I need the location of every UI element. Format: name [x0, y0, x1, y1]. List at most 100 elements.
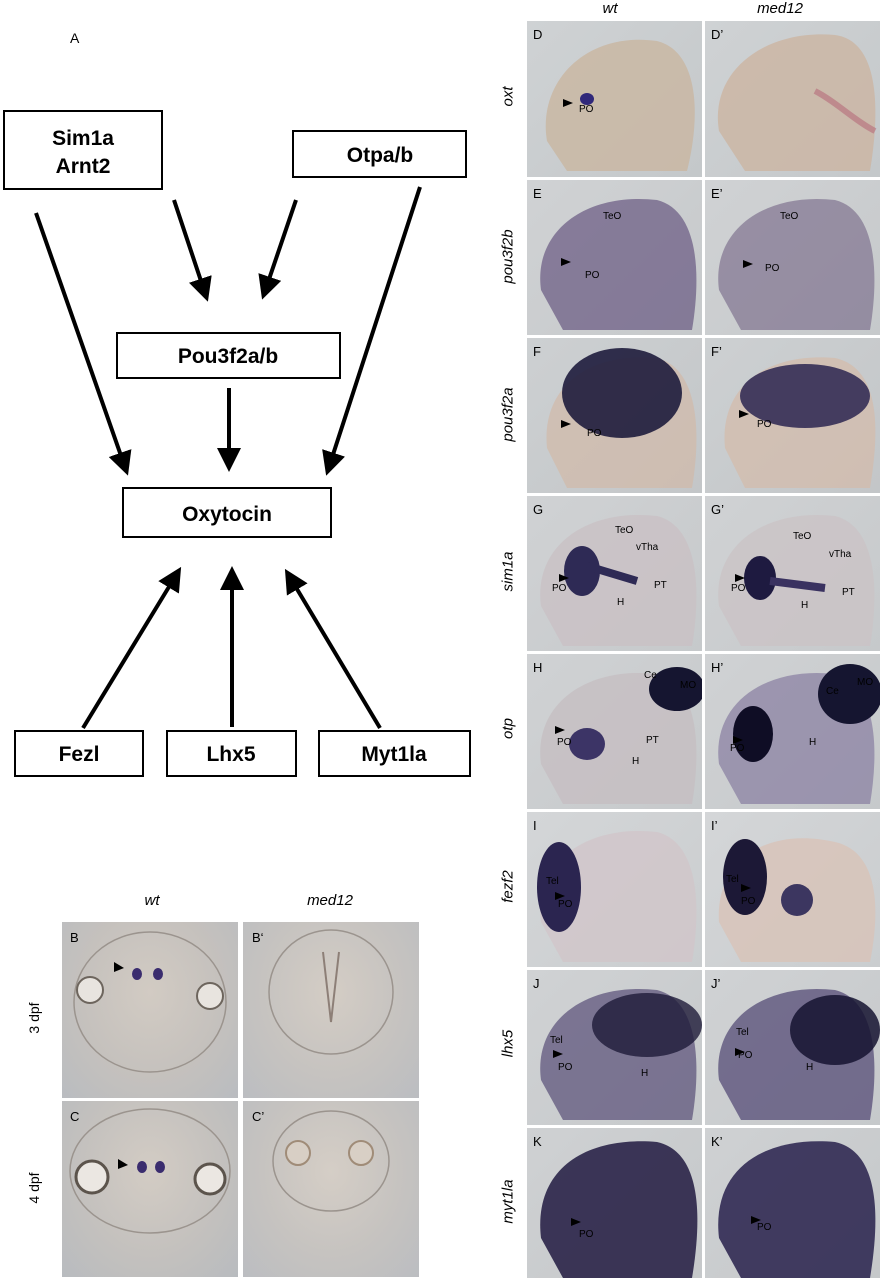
- micrograph-b-prime: [243, 922, 419, 1098]
- node-label-myt1la: Myt1la: [361, 743, 427, 766]
- node-label-oxytocin: Oxytocin: [182, 503, 272, 526]
- micrograph-i: [527, 812, 702, 967]
- micrograph-e: [527, 180, 702, 335]
- node-box-sim1a: [3, 110, 163, 190]
- node-label-pou3f2: Pou3f2a/b: [178, 345, 278, 368]
- node-box-pou3f2: [116, 332, 341, 379]
- annotation-tel: Tel: [546, 876, 559, 887]
- micrograph-h-letter: H: [533, 660, 543, 675]
- micrograph-g-letter: G: [533, 502, 544, 517]
- arrow-myt1la-oxytocin: [284, 568, 382, 730]
- annotation-ce: Ce: [826, 686, 839, 697]
- stage-label-4dpf: 4 dpf: [26, 1172, 42, 1204]
- gene-label-myt1la: myt1la: [499, 1179, 517, 1224]
- micrograph-k-prime-letter: K’: [711, 1134, 723, 1149]
- annotation-po: PO: [579, 1229, 594, 1240]
- micrograph-i-prime: [705, 812, 880, 967]
- gene-label-otp: otp: [499, 718, 517, 739]
- micrograph-f-prime: [705, 338, 880, 493]
- annotation-pt: PT: [654, 580, 667, 591]
- node-label-lhx5: Lhx5: [206, 743, 255, 766]
- micrograph-k: [527, 1128, 702, 1278]
- panel-a-letter: A: [70, 30, 80, 46]
- annotation-teo: TeO: [780, 211, 799, 222]
- micrograph-d-prime-letter: D’: [711, 27, 724, 42]
- micrograph-g-prime: [705, 496, 880, 651]
- micrograph-f-letter: F: [533, 344, 541, 359]
- micrograph-f: [527, 338, 702, 493]
- annotation-teo: TeO: [793, 531, 812, 542]
- node-label-otp: Otpa/b: [347, 144, 414, 167]
- micrograph-b-letter: B: [70, 930, 79, 945]
- annotation-po: PO: [741, 896, 756, 907]
- annotation-po: PO: [557, 737, 572, 748]
- annotation-teo: TeO: [615, 525, 634, 536]
- node-label-arnt2: Arnt2: [56, 155, 111, 178]
- micrograph-g-prime-letter: G’: [711, 502, 724, 517]
- micrograph-d: [527, 21, 702, 177]
- annotation-ce: Ce: [644, 670, 657, 681]
- arrow-fezl-oxytocin: [81, 566, 182, 730]
- micrograph-f-prime-letter: F’: [711, 344, 722, 359]
- annotation-po: PO: [757, 1222, 772, 1233]
- annotation-vtha: vTha: [636, 542, 659, 553]
- gene-label-pou3f2b: pou3f2b: [499, 229, 517, 284]
- arrow-otp-pou3f2: [258, 199, 298, 300]
- annotation-po: PO: [730, 743, 745, 754]
- micrograph-c-letter: C: [70, 1109, 80, 1124]
- micrograph-e-letter: E: [533, 186, 542, 201]
- gene-label-lhx5: lhx5: [499, 1029, 517, 1058]
- regulatory-diagram: Sim1a Arnt2 Otpa/b Pou3f2a/b Oxytocin Fe…: [3, 110, 471, 777]
- micrograph-e-prime-letter: E’: [711, 186, 723, 201]
- node-box-lhx5: [166, 730, 297, 777]
- node-box-fezl: [14, 730, 144, 777]
- bc-col-med12: med12: [307, 892, 353, 909]
- micrograph-j-letter: J: [533, 976, 540, 991]
- arrow-otp-oxytocin: [322, 186, 422, 476]
- gene-label-sim1a: sim1a: [499, 551, 517, 592]
- micrograph-k-prime: [705, 1128, 880, 1278]
- micrograph-i-prime-letter: I’: [711, 818, 718, 833]
- annotation-po: PO: [585, 270, 600, 281]
- gene-label-oxt: oxt: [499, 86, 517, 107]
- annotation-vtha: vTha: [829, 549, 852, 560]
- gene-label-pou3f2a: pou3f2a: [499, 387, 517, 442]
- micrograph-c-prime-letter: C’: [252, 1109, 265, 1124]
- micrograph-c: [62, 1101, 238, 1277]
- annotation-po: PO: [587, 428, 602, 439]
- node-label-sim1a: Sim1a: [52, 127, 114, 150]
- annotation-po: PO: [765, 263, 780, 274]
- micrograph-d-letter: D: [533, 27, 543, 42]
- annotation-teo: TeO: [603, 211, 622, 222]
- micrograph-j: [527, 970, 702, 1125]
- dk-col-med12: med12: [757, 0, 803, 17]
- bc-col-wt: wt: [144, 892, 160, 909]
- annotation-po: PO: [579, 104, 594, 115]
- annotation-po: PO: [757, 419, 772, 430]
- gene-label-fezf2: fezf2: [499, 870, 517, 903]
- annotation-h: H: [806, 1062, 814, 1073]
- micrograph-h-prime-letter: H’: [711, 660, 724, 675]
- annotation-pt: PT: [646, 735, 659, 746]
- arrow-sim1a-oxytocin: [34, 212, 132, 476]
- annotation-h: H: [809, 737, 817, 748]
- micrograph-d-prime: [705, 21, 880, 177]
- micrograph-k-letter: K: [533, 1134, 542, 1149]
- node-box-myt1la: [318, 730, 471, 777]
- node-label-fezl: Fezl: [59, 743, 100, 766]
- micrograph-j-prime: [705, 970, 880, 1125]
- annotation-tel: Tel: [736, 1027, 749, 1038]
- annotation-h: H: [801, 600, 809, 611]
- micrograph-j-prime-letter: J’: [711, 976, 721, 991]
- micrograph-b-prime-letter: B‘: [252, 930, 264, 945]
- annotation-po: PO: [738, 1050, 753, 1061]
- node-box-oxytocin: [122, 487, 332, 538]
- micrograph-b: [62, 922, 238, 1098]
- annotation-h: H: [641, 1068, 649, 1079]
- annotation-h: H: [632, 756, 640, 767]
- annotation-pt: PT: [842, 587, 855, 598]
- micrograph-g: [527, 496, 702, 651]
- micrograph-e-prime: [705, 180, 880, 335]
- annotation-h: H: [617, 597, 625, 608]
- annotation-po: PO: [558, 899, 573, 910]
